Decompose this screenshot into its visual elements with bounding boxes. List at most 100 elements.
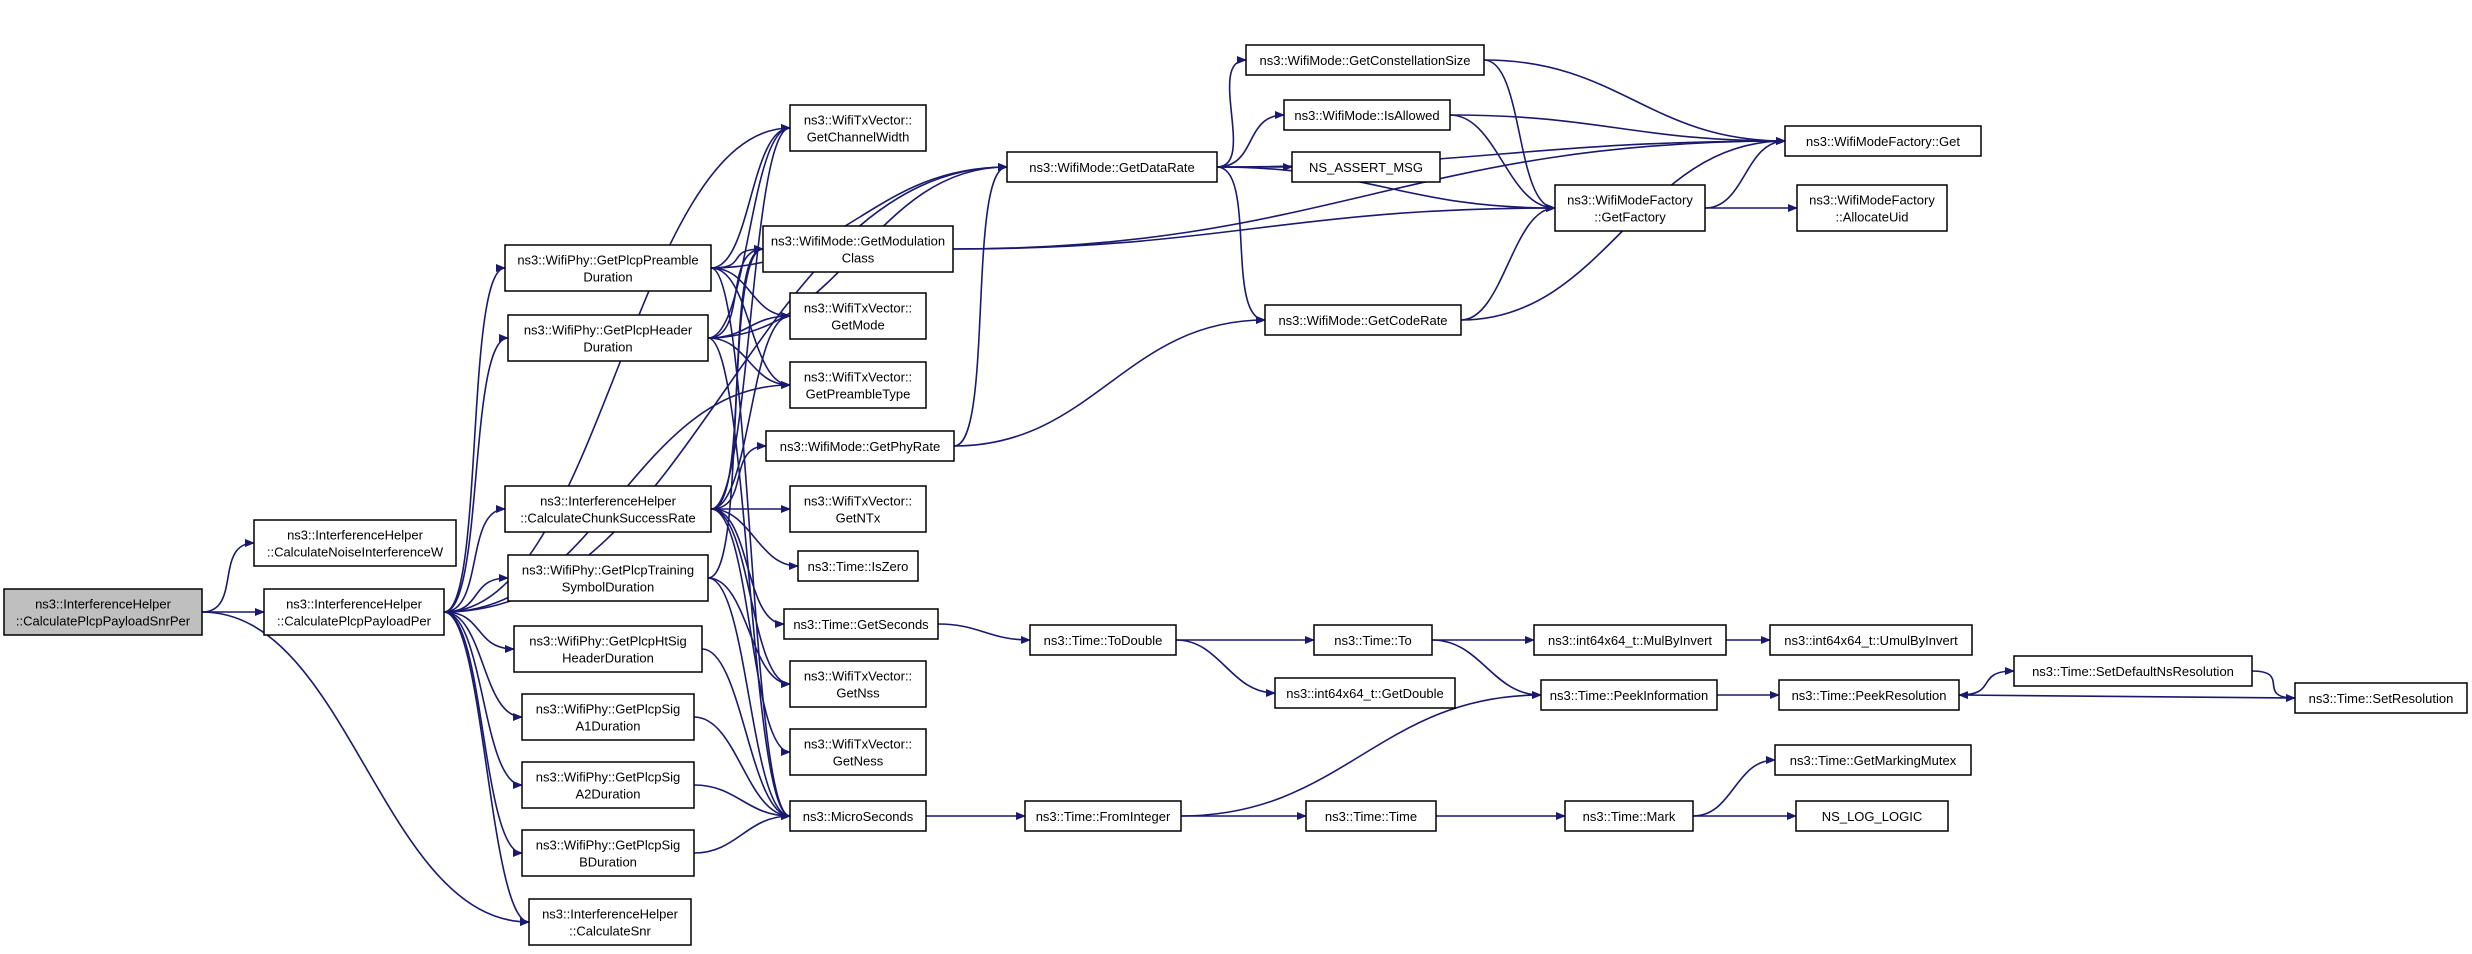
node-box	[1540, 679, 1718, 711]
node-allocate-uid[interactable]: ns3::WifiModeFactory::AllocateUid	[1796, 184, 1948, 232]
node-time-time[interactable]: ns3::Time::Time	[1305, 800, 1437, 832]
node-label: Duration	[583, 270, 632, 285]
node-root[interactable]: ns3::InterferenceHelper::CalculatePlcpPa…	[3, 588, 203, 636]
node-box	[1795, 800, 1949, 832]
node-label: ns3::WifiPhy::GetPlcpSig	[536, 702, 681, 717]
node-wifi-mode-factory-get[interactable]: ns3::WifiModeFactory::Get	[1784, 125, 1982, 157]
node-get-preamble-type[interactable]: ns3::WifiTxVector::GetPreambleType	[789, 361, 927, 409]
node-box	[1554, 184, 1706, 232]
edge-get-plcp-preamble-duration-to-micro-seconds	[710, 267, 791, 820]
edge-calc-plcp-payload-per-to-get-plcp-sig-a2-duration	[443, 611, 523, 789]
node-label: A2Duration	[575, 787, 640, 802]
node-label: ns3::WifiTxVector::	[804, 669, 912, 684]
node-is-allowed[interactable]: ns3::WifiMode::IsAllowed	[1283, 99, 1451, 131]
node-label: ::AllocateUid	[1836, 210, 1909, 225]
node-label: BDuration	[579, 855, 637, 870]
edge-get-seconds-to-to-double	[937, 623, 1031, 644]
edge-calc-plcp-payload-per-to-calc-chunk-success-rate	[443, 505, 506, 613]
node-set-default-ns-resolution[interactable]: ns3::Time::SetDefaultNsResolution	[2013, 655, 2253, 687]
edge-calc-plcp-payload-per-to-get-plcp-sig-a1-duration	[443, 611, 523, 721]
node-label: SymbolDuration	[562, 580, 655, 595]
node-get-plcp-training-symbol-duration[interactable]: ns3::WifiPhy::GetPlcpTrainingSymbolDurat…	[507, 554, 709, 602]
node-label: ns3::InterferenceHelper	[540, 494, 677, 509]
edge-wifi-mode-factory-get-factory-to-wifi-mode-factory-get	[1704, 137, 1786, 209]
edge-get-plcp-preamble-duration-to-get-data-rate	[710, 163, 1008, 269]
node-time-to[interactable]: ns3::Time::To	[1313, 624, 1433, 656]
node-umul-by-invert[interactable]: ns3::int64x64_t::UmulByInvert	[1769, 624, 1973, 656]
node-get-channel-width[interactable]: ns3::WifiTxVector::GetChannelWidth	[789, 104, 927, 152]
node-get-code-rate[interactable]: ns3::WifiMode::GetCodeRate	[1264, 304, 1462, 336]
node-calc-plcp-payload-per[interactable]: ns3::InterferenceHelper::CalculatePlcpPa…	[263, 588, 445, 636]
edge-is-allowed-to-wifi-mode-factory-get-factory	[1449, 114, 1556, 212]
edge-set-default-ns-resolution-to-set-resolution	[2251, 670, 2296, 702]
node-int64-get-double[interactable]: ns3::int64x64_t::GetDouble	[1274, 677, 1456, 709]
node-box	[789, 104, 927, 152]
node-wifi-mode-factory-get-factory[interactable]: ns3::WifiModeFactory::GetFactory	[1554, 184, 1706, 232]
node-label: Class	[842, 251, 875, 266]
node-get-data-rate[interactable]: ns3::WifiMode::GetDataRate	[1006, 151, 1218, 183]
node-box	[504, 244, 712, 292]
node-label: Duration	[583, 340, 632, 355]
node-time-mark[interactable]: ns3::Time::Mark	[1564, 800, 1694, 832]
edge-time-mark-to-get-marking-mutex	[1692, 756, 1776, 817]
node-get-ness[interactable]: ns3::WifiTxVector::GetNess	[789, 728, 927, 776]
node-get-nss[interactable]: ns3::WifiTxVector::GetNss	[789, 660, 927, 708]
edge-calc-plcp-payload-per-to-get-plcp-header-duration	[443, 334, 509, 613]
node-get-marking-mutex[interactable]: ns3::Time::GetMarkingMutex	[1774, 744, 1972, 776]
node-label: ::GetFactory	[1594, 210, 1666, 225]
node-label: ns3::WifiTxVector::	[804, 301, 912, 316]
node-label: ns3::WifiTxVector::	[804, 494, 912, 509]
node-label: ns3::Time::Time	[1325, 809, 1417, 824]
node-label: ::CalculateChunkSuccessRate	[520, 511, 696, 526]
node-box	[253, 519, 457, 567]
call-nodes: ns3::InterferenceHelper::CalculatePlcpPa…	[3, 44, 2468, 946]
node-box	[2294, 682, 2468, 714]
node-box	[789, 800, 927, 832]
node-ns-log-logic[interactable]: NS_LOG_LOGIC	[1795, 800, 1949, 832]
node-label: ns3::int64x64_t::MulByInvert	[1548, 633, 1712, 648]
node-box	[507, 554, 709, 602]
node-label: ns3::WifiModeFactory	[1809, 193, 1935, 208]
node-from-integer[interactable]: ns3::Time::FromInteger	[1024, 800, 1182, 832]
node-calc-chunk-success-rate[interactable]: ns3::InterferenceHelper::CalculateChunkS…	[504, 485, 712, 533]
node-calc-noise-interference-w[interactable]: ns3::InterferenceHelper::CalculateNoiseI…	[253, 519, 457, 567]
node-label: ns3::Time::GetSeconds	[793, 617, 929, 632]
edge-root-to-calc-noise-interference-w	[201, 539, 255, 613]
node-box	[521, 829, 695, 877]
node-get-constellation-size[interactable]: ns3::WifiMode::GetConstellationSize	[1245, 44, 1485, 76]
node-box	[1291, 151, 1441, 183]
node-to-double[interactable]: ns3::Time::ToDouble	[1029, 624, 1177, 656]
edge-get-plcp-training-symbol-duration-to-get-nss	[707, 577, 791, 688]
edge-get-plcp-sig-a1-duration-to-micro-seconds	[693, 716, 791, 820]
node-calc-snr[interactable]: ns3::InterferenceHelper::CalculateSnr	[528, 898, 692, 946]
node-set-resolution[interactable]: ns3::Time::SetResolution	[2294, 682, 2468, 714]
node-get-seconds[interactable]: ns3::Time::GetSeconds	[783, 608, 939, 640]
node-label: ::CalculateNoiseInterferenceW	[267, 545, 444, 560]
edge-calc-chunk-success-rate-to-get-nss	[710, 508, 791, 688]
edge-get-modulation-class-to-wifi-mode-factory-get-factory	[952, 204, 1556, 250]
edge-get-plcp-sig-a2-duration-to-micro-seconds	[693, 784, 791, 820]
node-box	[1769, 624, 1973, 656]
node-micro-seconds[interactable]: ns3::MicroSeconds	[789, 800, 927, 832]
node-mul-by-invert[interactable]: ns3::int64x64_t::MulByInvert	[1533, 624, 1727, 656]
node-label: ns3::WifiTxVector::	[804, 113, 912, 128]
node-peek-information[interactable]: ns3::Time::PeekInformation	[1540, 679, 1718, 711]
node-label: ns3::WifiMode::GetPhyRate	[780, 439, 940, 454]
node-tx-get-mode[interactable]: ns3::WifiTxVector::GetMode	[789, 292, 927, 340]
node-get-phy-rate[interactable]: ns3::WifiMode::GetPhyRate	[765, 430, 955, 462]
node-peek-resolution[interactable]: ns3::Time::PeekResolution	[1778, 679, 1960, 711]
node-box	[789, 485, 927, 533]
edge-get-constellation-size-to-wifi-mode-factory-get	[1483, 59, 1786, 145]
node-box	[783, 608, 939, 640]
edge-peek-resolution-to-set-default-ns-resolution	[1958, 667, 2015, 696]
node-ns-assert-msg[interactable]: NS_ASSERT_MSG	[1291, 151, 1441, 183]
node-get-ntx[interactable]: ns3::WifiTxVector::GetNTx	[789, 485, 927, 533]
node-is-zero[interactable]: ns3::Time::IsZero	[797, 550, 919, 582]
